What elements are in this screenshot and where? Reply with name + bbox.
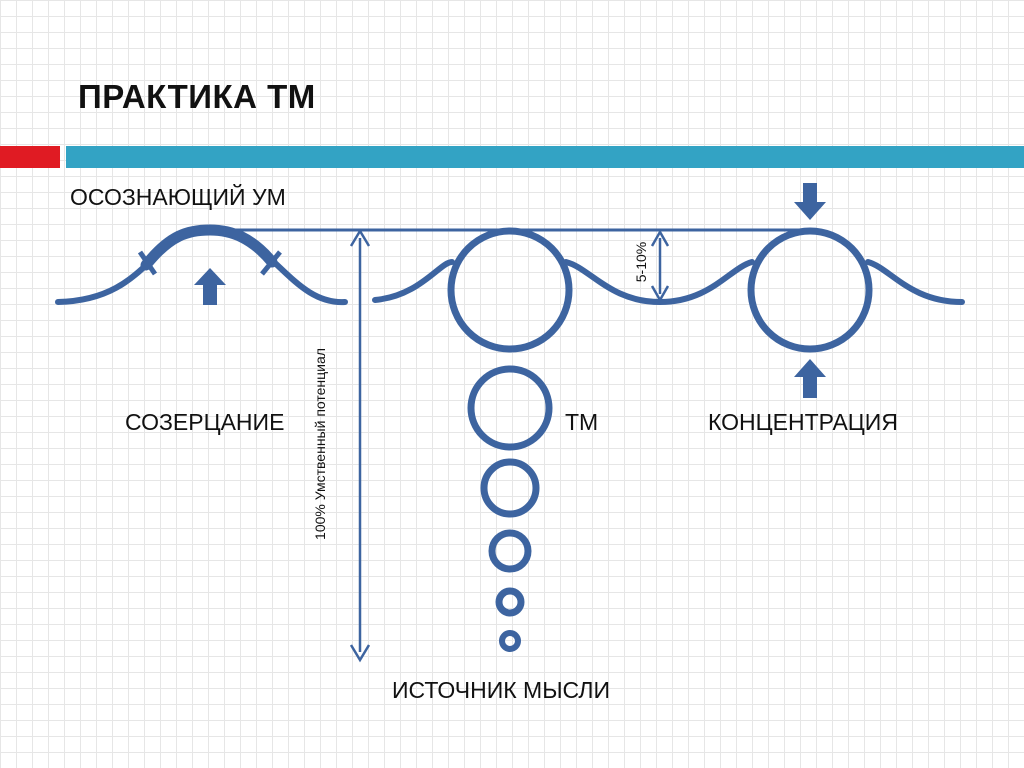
potential-arrow-head-bottom bbox=[349, 644, 371, 663]
wave-left-crest bbox=[140, 224, 278, 271]
tm-circle-3 bbox=[480, 458, 540, 518]
wave-right bbox=[372, 259, 965, 306]
crest-tick-left bbox=[137, 250, 158, 276]
conscious-mind-label: ОСОЗНАЮЩИЙ УМ bbox=[70, 184, 286, 210]
accent-bar-red bbox=[0, 146, 60, 168]
tm-circle-5 bbox=[495, 587, 525, 617]
tm-circle-1 bbox=[447, 227, 573, 353]
concentration-circle bbox=[747, 227, 873, 353]
surface-percent-label: 5-10% bbox=[633, 241, 649, 283]
crest-tick-right bbox=[260, 250, 282, 276]
surface-arrow-head-bottom bbox=[650, 285, 670, 303]
potential-arrow-head-top bbox=[349, 228, 371, 247]
source-of-thought-label: ИСТОЧНИК МЫСЛИ bbox=[392, 677, 611, 703]
wave-left bbox=[55, 226, 348, 306]
tm-label: ТМ bbox=[565, 409, 599, 435]
potential-label: 100% Умственный потенциал bbox=[312, 348, 328, 540]
tm-circle-6 bbox=[499, 630, 521, 652]
contemplation-label: СОЗЕРЦАНИЕ bbox=[125, 409, 285, 435]
arrow-up-icon bbox=[194, 268, 226, 305]
tm-circle-4 bbox=[488, 529, 532, 573]
tm-circle-2 bbox=[467, 365, 553, 451]
accent-bar-blue bbox=[66, 146, 1024, 168]
slide-title: ПРАКТИКА ТМ bbox=[78, 78, 316, 115]
arrow-up-icon bbox=[794, 359, 826, 398]
arrow-down-icon bbox=[794, 183, 826, 220]
surface-arrow-head-top bbox=[650, 229, 670, 247]
concentration-label: КОНЦЕНТРАЦИЯ bbox=[708, 409, 898, 435]
